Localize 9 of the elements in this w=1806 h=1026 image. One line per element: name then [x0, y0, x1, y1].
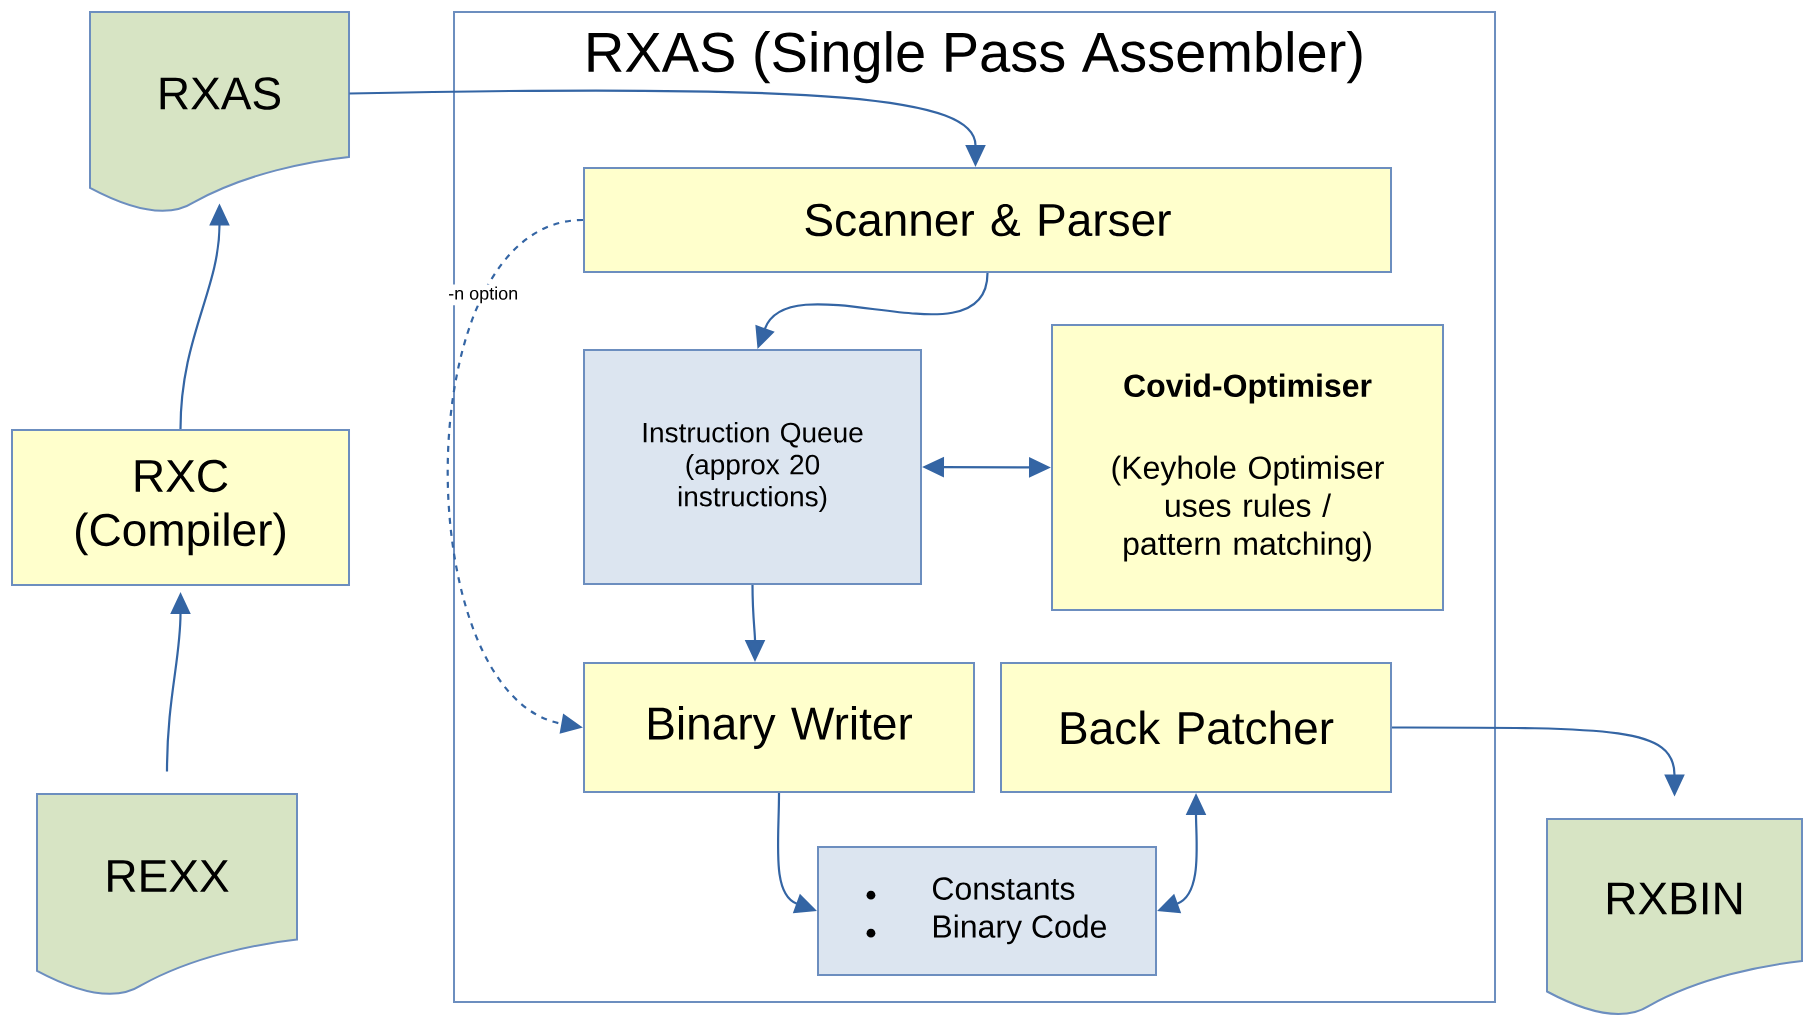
process-box: Constants Binary Code [817, 846, 1157, 976]
process-box: RXC (Compiler) [11, 429, 350, 586]
process-box: Scanner & Parser [583, 167, 1392, 273]
arrow [446, 218, 584, 734]
process-box: Back Patcher [1000, 662, 1392, 793]
edge-label: -n option [446, 284, 521, 306]
process-box: Binary Writer [583, 662, 975, 793]
process-box: Instruction Queue (approx 20 instructions) [583, 349, 922, 585]
process-box: Covid-Optimiser (Keyhole Optimiser uses rules / pattern matching) [1051, 324, 1444, 611]
